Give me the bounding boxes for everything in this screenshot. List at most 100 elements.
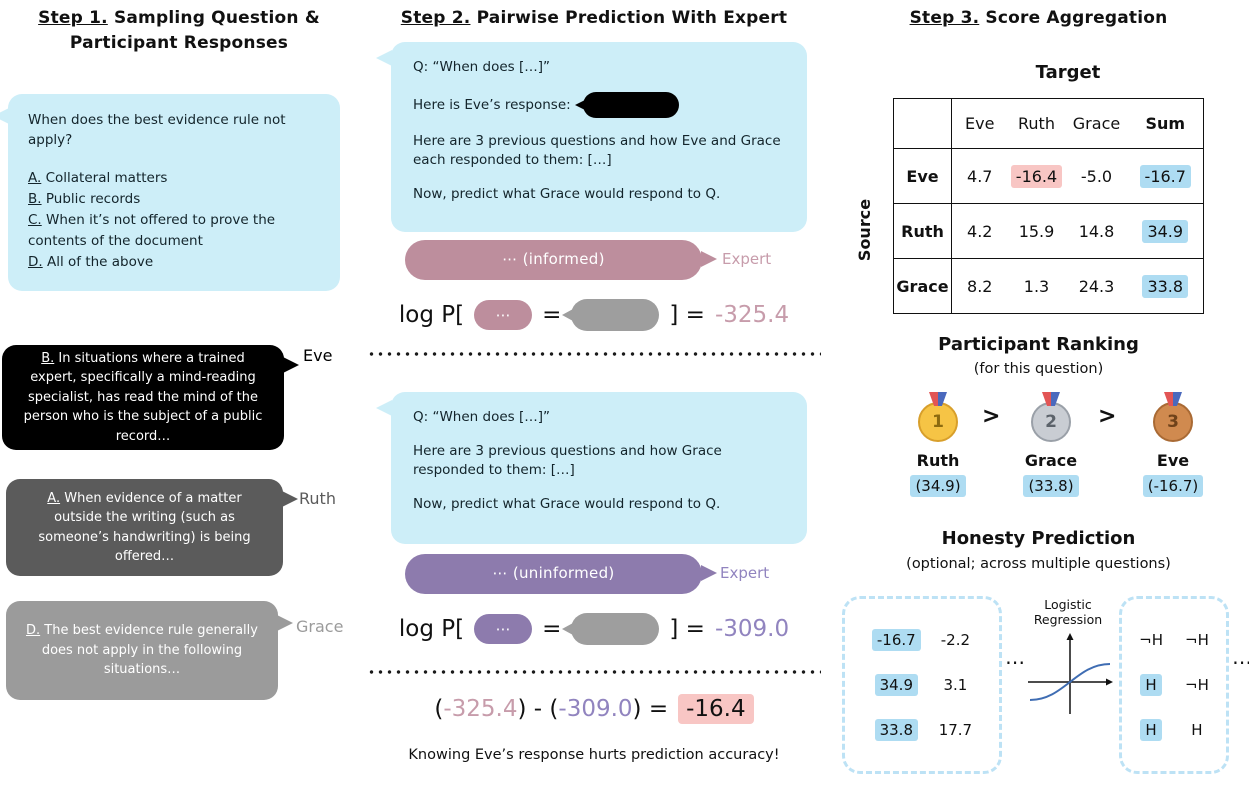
uninformed-prompt-bubble: Q: “When does […]” Here are 3 previous q… — [376, 392, 807, 544]
participant-name-eve: Eve — [303, 346, 333, 365]
step2-caption: Knowing Eve’s response hurts prediction … — [408, 747, 780, 763]
matrix-cell: H — [1191, 721, 1203, 739]
rank-score: (-16.7) — [1142, 475, 1204, 497]
step1-heading-line2: Participant Responses — [69, 33, 289, 53]
prompt-context-line: Here are 3 previous questions and how Ev… — [413, 132, 781, 169]
prompt-question-line: Q: “When does […]” — [413, 59, 551, 75]
greater-than-sign: > — [1098, 404, 1117, 429]
score-matrix-box: -16.7 -2.2 34.9 3.1 33.8 17.7 — [842, 596, 1002, 774]
honesty-title: Honesty Prediction — [941, 528, 1136, 549]
prompt-response-line: Here is Eve’s response: — [413, 91, 785, 118]
informed-prediction-pill: ⋯ — [474, 300, 533, 330]
uninformed-score: -309.0 — [714, 616, 790, 642]
ellipsis: ⋯ — [1232, 650, 1249, 674]
honesty-matrix: ¬H ¬H H ¬H H H — [1139, 631, 1209, 741]
matrix-cell: ¬H — [1185, 676, 1209, 694]
matrix-cell: 3.1 — [943, 676, 968, 694]
expert-label: Expert — [720, 564, 770, 582]
table-header-row: Eve Ruth Grace Sum — [893, 98, 1204, 149]
step1-heading: Step 1. Sampling Question & Participant … — [0, 6, 358, 56]
prompt-predict-line: Now, predict what Grace would respond to… — [413, 495, 721, 512]
actual-response-pill — [562, 299, 660, 331]
rank-name: Ruth — [916, 451, 960, 470]
column-header-sum: Sum — [1145, 114, 1186, 133]
grace-response-text: D. The best evidence rule generally does… — [26, 623, 258, 678]
greater-than-sign: > — [982, 404, 1001, 429]
score-cell: 4.7 — [967, 166, 993, 186]
matrix-cell: -2.2 — [940, 631, 971, 649]
score-cell: 4.2 — [967, 221, 993, 241]
bubble-tail-icon — [282, 491, 298, 507]
answer-option: C. When it’s not offered to prove the co… — [28, 212, 276, 249]
step1-heading-line1: Sampling Question & — [113, 8, 320, 28]
honesty-matrix-box: ¬H ¬H H ¬H H H — [1119, 596, 1229, 774]
step2-column: Step 2. Pairwise Prediction With Expert … — [363, 0, 825, 785]
rank-entry-third: 3 Eve (-16.7) — [1127, 390, 1219, 497]
rank-entry-second: 2 Grace (33.8) — [1005, 390, 1097, 497]
matrix-cell: ¬H — [1139, 631, 1163, 649]
difference-result: -16.4 — [678, 694, 754, 724]
score-cell: 24.3 — [1078, 276, 1115, 296]
answer-options: A. Collateral matters B. Public records … — [28, 168, 320, 273]
prompt-context-line: Here are 3 previous questions and how Gr… — [413, 442, 722, 479]
question-text: When does the best evidence rule not app… — [28, 112, 286, 148]
bubble-tail-icon — [376, 400, 392, 416]
bubble-tail-icon — [376, 50, 392, 66]
sum-cell: -16.7 — [1128, 149, 1204, 204]
table-corner-cell — [893, 98, 952, 149]
step3-column: Step 3. Score Aggregation Target Source … — [828, 0, 1249, 785]
eve-response-text: B. In situations where a trained expert,… — [23, 350, 263, 444]
participant-name-ruth: Ruth — [299, 489, 336, 508]
table-row: Ruth 4.2 15.9 14.8 34.9 — [893, 203, 1204, 259]
grace-response-bubble: D. The best evidence rule generally does… — [6, 601, 293, 700]
ranking-subtitle: (for this question) — [973, 361, 1104, 377]
rank-name: Eve — [1156, 451, 1190, 470]
uninformed-expert-bubble: ⋯ (uninformed) — [405, 554, 717, 594]
rank-score: (34.9) — [910, 475, 966, 497]
gold-medal-icon: 1 — [918, 392, 958, 442]
actual-response-pill — [562, 613, 660, 645]
matrix-cell: 17.7 — [938, 721, 973, 739]
sum-cell: 33.8 — [1128, 259, 1204, 314]
bubble-tail-icon — [701, 251, 717, 267]
participant-name-grace: Grace — [296, 617, 344, 636]
column-header: Ruth — [1018, 114, 1055, 133]
sigmoid-plot-icon — [1028, 633, 1113, 714]
medal-ribbon-icon — [929, 392, 947, 406]
score-cell: -16.4 — [1008, 149, 1066, 204]
step1-column: Step 1. Sampling Question & Participant … — [0, 0, 358, 785]
column-header: Grace — [1072, 114, 1121, 133]
medal-ribbon-icon — [1042, 392, 1060, 406]
step3-heading-text: Score Aggregation — [985, 8, 1168, 28]
difference-expression: (-325.4) - (-309.0) = — [434, 696, 669, 722]
prompt-predict-line: Now, predict what Grace would respond to… — [413, 185, 721, 202]
score-cell: 15.9 — [1018, 221, 1055, 241]
question-bubble: When does the best evidence rule not app… — [0, 94, 340, 291]
informed-expert-text: ⋯ (informed) — [502, 250, 605, 269]
step2-heading-text: Pairwise Prediction With Expert — [476, 8, 788, 28]
answer-option: B. Public records — [28, 191, 141, 207]
row-header: Ruth — [893, 203, 952, 259]
column-header: Eve — [965, 114, 995, 133]
uninformed-prediction-pill: ⋯ — [474, 614, 533, 644]
matrix-cell: H — [1140, 719, 1162, 741]
table-row: Eve 4.7 -16.4 -5.0 -16.7 — [893, 148, 1204, 204]
row-header: Grace — [893, 258, 952, 314]
dotted-divider — [367, 670, 821, 674]
score-cell: -5.0 — [1080, 166, 1113, 186]
score-cell: 8.2 — [967, 276, 993, 296]
ruth-response-text: A. When evidence of a matter outside the… — [38, 490, 251, 565]
informed-prompt-bubble: Q: “When does […]” Here is Eve’s respons… — [376, 42, 807, 232]
redacted-response-pill — [574, 91, 679, 118]
score-cell: 14.8 — [1078, 221, 1115, 241]
answer-option: A. Collateral matters — [28, 170, 168, 186]
score-matrix: -16.7 -2.2 34.9 3.1 33.8 17.7 — [871, 629, 973, 741]
dotted-divider — [367, 352, 821, 356]
bubble-tail-icon — [283, 357, 299, 373]
step3-heading: Step 3. Score Aggregation — [828, 6, 1249, 31]
informed-score: -325.4 — [714, 302, 790, 328]
bubble-tail-icon — [0, 108, 9, 124]
step1-heading-prefix: Step 1. — [38, 8, 108, 28]
matrix-cell: H — [1140, 674, 1162, 696]
